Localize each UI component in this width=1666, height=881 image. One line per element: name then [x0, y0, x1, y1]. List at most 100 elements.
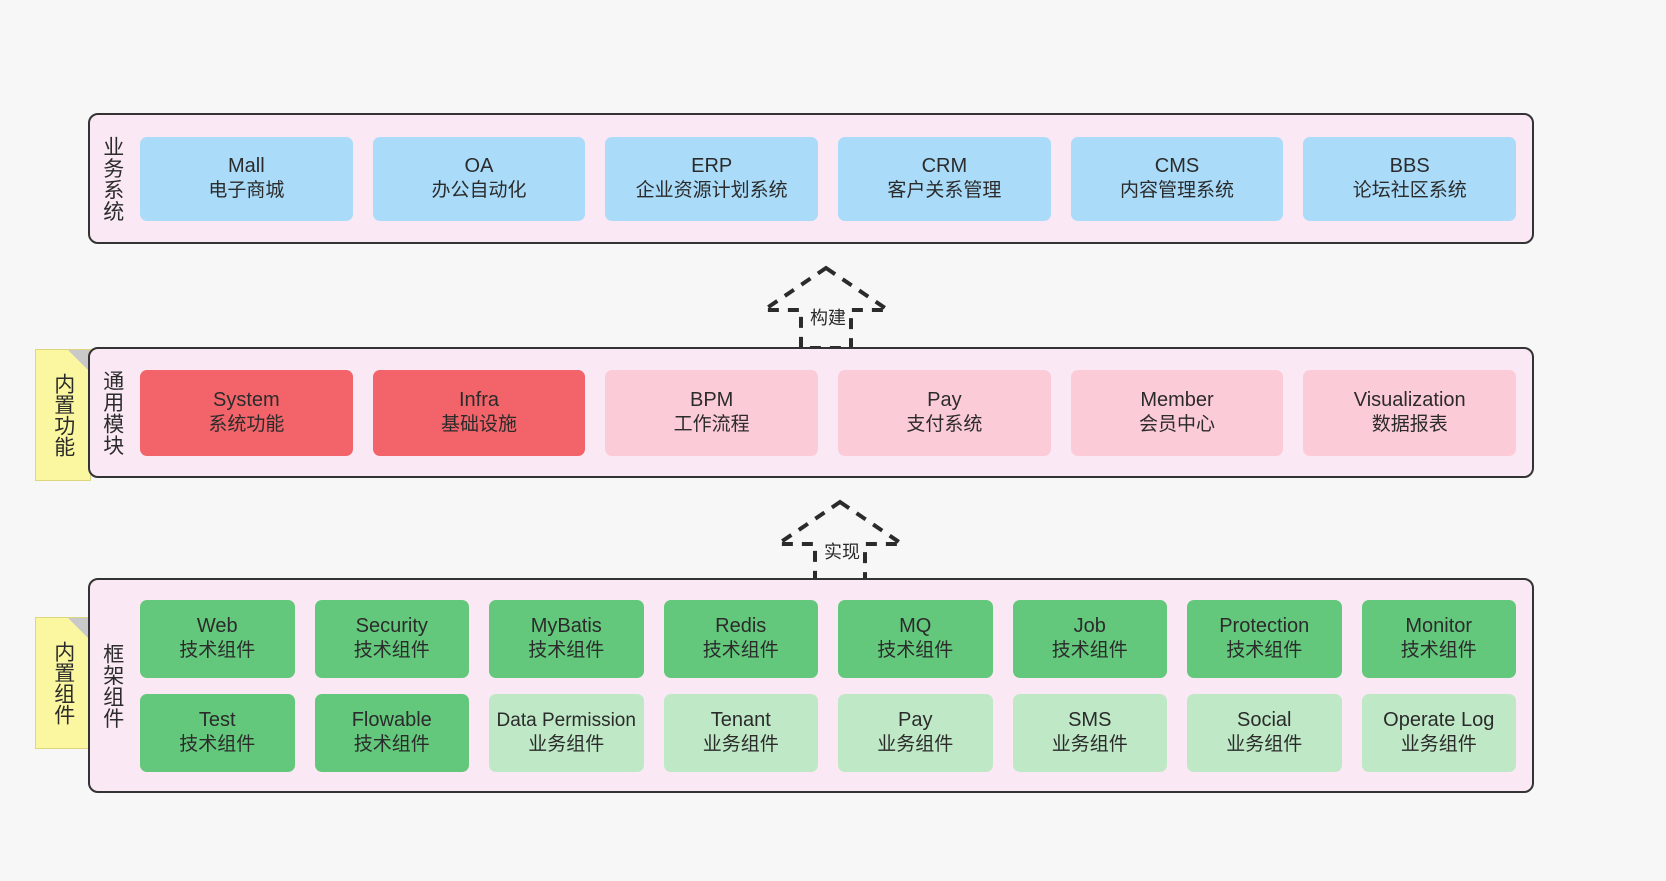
node-pay-component[interactable]: Pay 业务组件 — [838, 693, 993, 772]
node-test-en: Test — [198, 709, 236, 732]
node-crm[interactable]: CRM 客户关系管理 — [838, 136, 1051, 221]
common-module-layer-title: 通用模块 — [100, 369, 124, 456]
node-operate-log-cn: 业务组件 — [1400, 734, 1477, 756]
node-web-en: Web — [196, 615, 238, 638]
sticky-note-builtin-component: 内置组件 — [35, 617, 91, 749]
node-security-cn: 技术组件 — [353, 640, 430, 662]
sticky-note-builtin-function: 内置功能 — [35, 349, 91, 481]
node-social-en: Social — [1237, 709, 1292, 732]
node-infra-cn: 基础设施 — [441, 414, 518, 436]
node-security[interactable]: Security 技术组件 — [314, 599, 469, 678]
node-data-permission[interactable]: Data Permission 业务组件 — [489, 693, 644, 772]
node-system-en: System — [212, 389, 280, 412]
node-bbs[interactable]: BBS 论坛社区系统 — [1303, 136, 1517, 221]
framework-component-layer-title: 框架组件 — [100, 642, 124, 729]
node-sms[interactable]: SMS 业务组件 — [1012, 693, 1167, 772]
node-protection-cn: 技术组件 — [1226, 640, 1303, 662]
node-system-cn: 系统功能 — [208, 414, 285, 436]
node-oa-en: OA — [464, 155, 494, 178]
node-cms-cn: 内容管理系统 — [1120, 180, 1235, 202]
node-mall-en: Mall — [228, 155, 265, 178]
node-pay-component-en: Pay — [898, 709, 933, 732]
node-redis-en: Redis — [715, 615, 767, 638]
node-mall[interactable]: Mall 电子商城 — [140, 136, 353, 221]
sticky-note-builtin-component-label: 内置组件 — [51, 641, 75, 725]
node-erp[interactable]: ERP 企业资源计划系统 — [605, 136, 819, 221]
node-operate-log[interactable]: Operate Log 业务组件 — [1361, 693, 1516, 772]
node-web-cn: 技术组件 — [179, 640, 256, 662]
node-flowable-cn: 技术组件 — [353, 734, 430, 756]
framework-component-rows: Web 技术组件 Security 技术组件 MyBatis 技术组件 Redi… — [140, 599, 1516, 772]
node-cms-en: CMS — [1154, 155, 1200, 178]
node-test[interactable]: Test 技术组件 — [140, 693, 295, 772]
node-redis[interactable]: Redis 技术组件 — [663, 599, 818, 678]
node-tenant-cn: 业务组件 — [702, 734, 779, 756]
node-web[interactable]: Web 技术组件 — [140, 599, 295, 678]
node-tenant[interactable]: Tenant 业务组件 — [663, 693, 818, 772]
node-oa-cn: 办公自动化 — [431, 180, 527, 202]
node-visualization-cn: 数据报表 — [1371, 414, 1448, 436]
node-mall-cn: 电子商城 — [208, 180, 285, 202]
node-monitor-cn: 技术组件 — [1400, 640, 1477, 662]
node-sms-en: SMS — [1068, 709, 1112, 732]
node-infra-en: Infra — [458, 389, 500, 412]
node-monitor-en: Monitor — [1405, 615, 1473, 638]
node-member-cn: 会员中心 — [1139, 414, 1216, 436]
business-system-layer-body: Mall 电子商城 OA 办公自动化 ERP 企业资源计划系统 CRM 客户关系… — [134, 115, 1532, 242]
node-data-permission-en: Data Permission — [496, 709, 636, 731]
node-erp-en: ERP — [691, 155, 733, 178]
framework-component-layer: 框架组件 Web 技术组件 Security 技术组件 MyBatis 技术组件 — [88, 578, 1534, 793]
node-mq-cn: 技术组件 — [877, 640, 954, 662]
sticky-fold-icon — [68, 618, 90, 640]
node-crm-en: CRM — [921, 155, 968, 178]
node-bpm-cn: 工作流程 — [673, 414, 750, 436]
node-oa[interactable]: OA 办公自动化 — [372, 136, 586, 221]
node-bpm[interactable]: BPM 工作流程 — [605, 369, 819, 456]
node-bbs-en: BBS — [1389, 155, 1430, 178]
connector-implement-arrow-icon — [771, 499, 909, 584]
node-pay-module-cn: 支付系统 — [906, 414, 983, 436]
framework-component-row-2: Test 技术组件 Flowable 技术组件 Data Permission … — [140, 693, 1516, 772]
framework-component-row-1: Web 技术组件 Security 技术组件 MyBatis 技术组件 Redi… — [140, 599, 1516, 678]
node-mybatis-cn: 技术组件 — [528, 640, 605, 662]
node-social-cn: 业务组件 — [1226, 734, 1303, 756]
common-module-row: System 系统功能 Infra 基础设施 BPM 工作流程 Pay 支付系统… — [140, 369, 1517, 456]
node-monitor[interactable]: Monitor 技术组件 — [1361, 599, 1516, 678]
node-infra[interactable]: Infra 基础设施 — [372, 369, 586, 456]
node-visualization[interactable]: Visualization 数据报表 — [1303, 369, 1517, 456]
node-tenant-en: Tenant — [710, 709, 771, 732]
node-mq[interactable]: MQ 技术组件 — [838, 599, 993, 678]
common-module-layer: 通用模块 System 系统功能 Infra 基础设施 BPM 工作流程 Pay… — [88, 347, 1534, 478]
node-redis-cn: 技术组件 — [702, 640, 779, 662]
node-bpm-en: BPM — [690, 389, 734, 412]
node-job[interactable]: Job 技术组件 — [1012, 599, 1167, 678]
node-operate-log-en: Operate Log — [1383, 709, 1495, 732]
node-social[interactable]: Social 业务组件 — [1187, 693, 1342, 772]
node-security-en: Security — [355, 615, 428, 638]
node-protection[interactable]: Protection 技术组件 — [1187, 599, 1342, 678]
node-cms[interactable]: CMS 内容管理系统 — [1070, 136, 1284, 221]
common-module-layer-body: System 系统功能 Infra 基础设施 BPM 工作流程 Pay 支付系统… — [134, 349, 1532, 476]
sticky-note-builtin-function-label: 内置功能 — [51, 373, 75, 457]
connector-build-arrow-icon — [757, 265, 895, 350]
node-flowable[interactable]: Flowable 技术组件 — [314, 693, 469, 772]
node-bbs-cn: 论坛社区系统 — [1352, 180, 1467, 202]
connector-build: 构建 — [748, 260, 908, 356]
sticky-fold-icon — [68, 350, 90, 372]
node-system[interactable]: System 系统功能 — [140, 369, 353, 456]
node-mq-en: MQ — [899, 615, 932, 638]
node-member-en: Member — [1140, 389, 1214, 412]
connector-implement: 实现 — [762, 494, 922, 590]
node-crm-cn: 客户关系管理 — [887, 180, 1002, 202]
node-pay-module-en: Pay — [927, 389, 962, 412]
node-job-cn: 技术组件 — [1051, 640, 1128, 662]
node-protection-en: Protection — [1219, 615, 1310, 638]
node-pay-module[interactable]: Pay 支付系统 — [838, 369, 1051, 456]
node-mybatis[interactable]: MyBatis 技术组件 — [489, 599, 644, 678]
node-job-en: Job — [1073, 615, 1106, 638]
node-erp-cn: 企业资源计划系统 — [635, 180, 788, 202]
node-member[interactable]: Member 会员中心 — [1070, 369, 1284, 456]
node-pay-component-cn: 业务组件 — [877, 734, 954, 756]
node-mybatis-en: MyBatis — [530, 615, 602, 638]
